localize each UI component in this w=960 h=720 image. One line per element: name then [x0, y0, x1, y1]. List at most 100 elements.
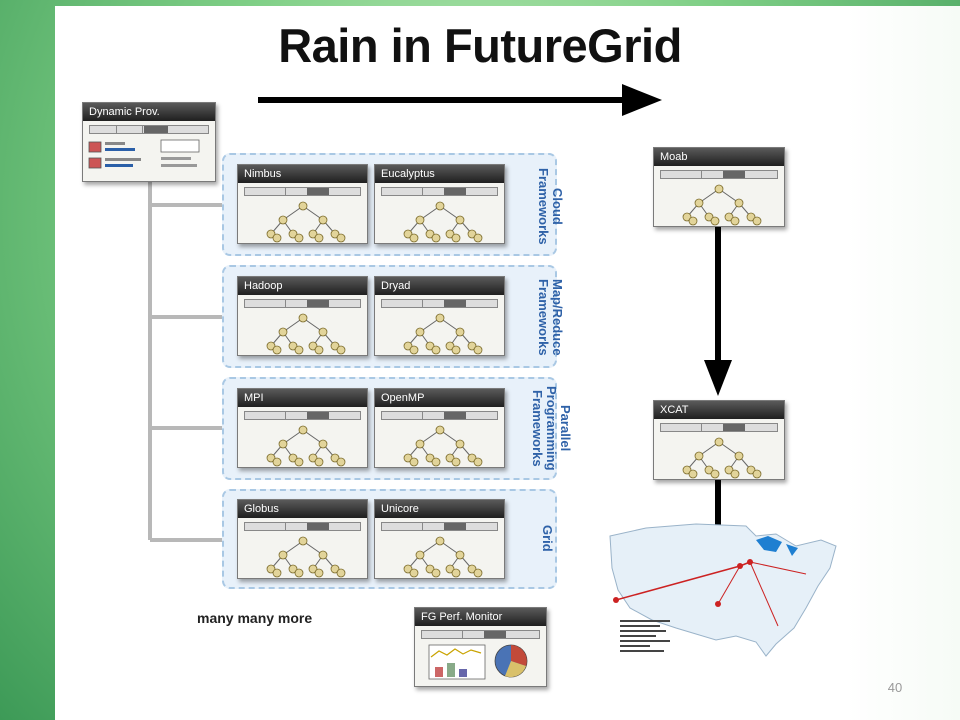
nimbus-window: Nimbus: [237, 164, 368, 244]
tree-node: [288, 229, 297, 239]
tree-node: [415, 215, 424, 225]
tree-node: [330, 341, 339, 351]
dynamic-prov-title: Dynamic Prov.: [83, 103, 215, 121]
tree-node: [336, 345, 345, 355]
tree-node: [704, 212, 714, 222]
tree-node: [298, 201, 307, 211]
tree-node: [403, 229, 412, 239]
eucalyptus-window: Eucalyptus: [374, 164, 505, 244]
hadoop-window: Hadoop: [237, 276, 368, 356]
window-title: Moab: [654, 148, 784, 166]
tree-node: [409, 457, 418, 467]
tree-node: [409, 568, 418, 578]
tree-node: [425, 453, 434, 463]
tree-node: [473, 233, 482, 243]
perf-monitor-title: FG Perf. Monitor: [415, 608, 546, 626]
tree-node: [314, 233, 323, 243]
tree-node: [455, 215, 464, 225]
tree-node: [403, 564, 412, 574]
tree-node: [752, 469, 762, 479]
cluster-tree-icon: [266, 313, 345, 355]
tree-node: [445, 229, 454, 239]
tree-node: [266, 341, 275, 351]
cluster-tree-icon: [403, 425, 482, 467]
slide-title: Rain in FutureGrid: [278, 19, 682, 72]
tree-node: [330, 453, 339, 463]
tree-node: [714, 184, 724, 194]
tree-node: [746, 212, 756, 222]
tree-node: [288, 453, 297, 463]
dynamic-prov-window: Dynamic Prov.: [82, 102, 216, 182]
cluster-tree-icon: [682, 184, 762, 226]
tree-node: [710, 469, 720, 479]
tree-node: [752, 216, 762, 226]
tree-node: [730, 216, 740, 226]
cluster-tree-icon: [403, 201, 482, 243]
tree-node: [431, 568, 440, 578]
window-title: Nimbus: [238, 165, 367, 183]
tree-node: [298, 425, 307, 435]
tree-node: [445, 564, 454, 574]
cluster-tree-icon: [403, 313, 482, 355]
tree-node: [431, 457, 440, 467]
xcat-window: XCAT: [653, 400, 785, 480]
cluster-tree-icon: [266, 201, 345, 243]
page-number: 40: [887, 680, 903, 695]
tree-node: [714, 437, 724, 447]
tree-node: [415, 327, 424, 337]
tree-node: [682, 212, 692, 222]
tree-node: [694, 451, 704, 461]
tree-node: [314, 457, 323, 467]
tree-node: [336, 568, 345, 578]
tree-node: [467, 564, 476, 574]
cluster-tree-icon: [682, 437, 762, 479]
tree-node: [278, 215, 287, 225]
tree-node: [704, 465, 714, 475]
tree-node: [455, 439, 464, 449]
tree-node: [403, 341, 412, 351]
tree-node: [746, 465, 756, 475]
window-title: XCAT: [654, 401, 784, 419]
group-label-parallel: Parallel Programming Frameworks: [530, 385, 573, 471]
tree-node: [318, 550, 327, 560]
cluster-tree-icon: [266, 536, 345, 578]
tree-node: [724, 212, 734, 222]
tree-node: [298, 536, 307, 546]
tree-node: [314, 568, 323, 578]
tree-node: [314, 345, 323, 355]
tree-node: [688, 216, 698, 226]
tree-node: [473, 345, 482, 355]
mpi-window: MPI: [237, 388, 368, 468]
window-title: Unicore: [375, 500, 504, 518]
perf-monitor-window: FG Perf. Monitor: [414, 607, 547, 687]
tree-node: [266, 453, 275, 463]
tree-node: [710, 216, 720, 226]
tree-node: [272, 233, 281, 243]
tree-node: [318, 215, 327, 225]
window-title: MPI: [238, 389, 367, 407]
globus-window: Globus: [237, 499, 368, 579]
tree-node: [451, 568, 460, 578]
tree-node: [272, 345, 281, 355]
window-title: Eucalyptus: [375, 165, 504, 183]
tree-node: [336, 457, 345, 467]
tree-node: [272, 457, 281, 467]
tree-node: [415, 439, 424, 449]
many-more-note: many many more: [197, 610, 313, 626]
cluster-tree-icon: [403, 536, 482, 578]
group-label-mapreduce: Map/Reduce Frameworks: [536, 278, 565, 356]
tree-node: [403, 453, 412, 463]
tree-node: [298, 313, 307, 323]
window-title: Hadoop: [238, 277, 367, 295]
tree-node: [425, 341, 434, 351]
us-network-map: [609, 523, 837, 657]
tree-node: [308, 564, 317, 574]
tree-node: [266, 564, 275, 574]
tree-node: [330, 229, 339, 239]
tree-node: [308, 341, 317, 351]
dryad-window: Dryad: [374, 276, 505, 356]
tree-node: [308, 229, 317, 239]
tree-node: [435, 425, 444, 435]
perf-monitor-charts: [428, 644, 528, 680]
tree-node: [730, 469, 740, 479]
